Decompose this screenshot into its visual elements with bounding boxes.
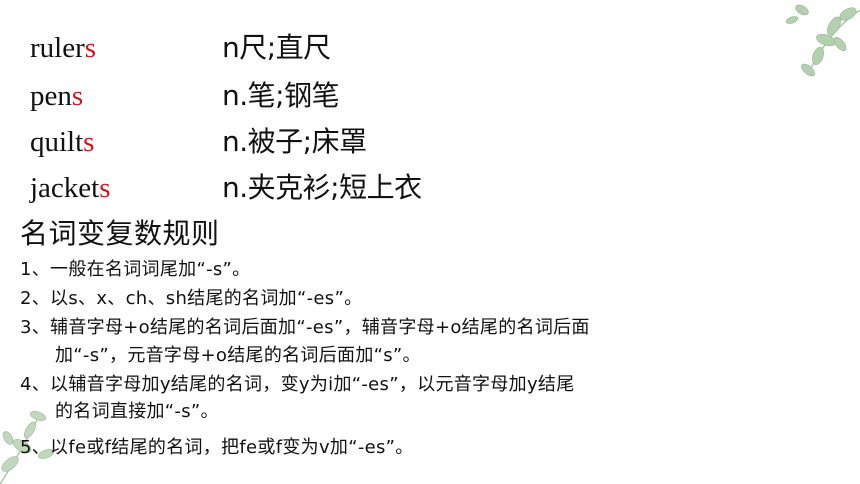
vocab-meaning: n.被子;床罩 (222, 125, 367, 158)
rules-title: 名词变复数规则 (20, 217, 220, 250)
vocab-word: pens (30, 80, 84, 112)
vocab-word: jackets (30, 172, 111, 204)
rule-2: 2、以s、x、ch、sh结尾的名词加“-es”。 (20, 288, 363, 309)
vocab-row: rulers n尺;直尺 (0, 28, 860, 68)
rule-5: 5、以fe或f结尾的名词，把fe或f变为v加“-es”。 (20, 437, 414, 458)
plural-suffix: s (84, 32, 97, 64)
plural-suffix: s (83, 126, 95, 158)
rule-4: 4、以辅音字母加y结尾的名词，变y为i加“-es”，以元音字母加y结尾 (20, 374, 575, 395)
plural-suffix: s (71, 80, 84, 112)
vocab-word: rulers (30, 32, 97, 64)
vocab-row: jackets n.夹克衫;短上衣 (0, 168, 860, 208)
vocab-meaning: n.笔;钢笔 (222, 79, 340, 112)
vocab-meaning: n尺;直尺 (222, 31, 331, 64)
rule-1: 1、一般在名词词尾加“-s”。 (20, 259, 251, 280)
vocab-word: quilts (30, 126, 95, 158)
plural-suffix: s (99, 172, 111, 204)
rule-4-continued: 的名词直接加“-s”。 (55, 401, 219, 422)
vocab-row: quilts n.被子;床罩 (0, 122, 860, 162)
rule-3-continued: 加“-s”，元音字母+o结尾的名词后面加“s”。 (55, 345, 421, 366)
vocab-meaning: n.夹克衫;短上衣 (222, 171, 422, 204)
vocab-row: pens n.笔;钢笔 (0, 76, 860, 116)
rule-3: 3、辅音字母+o结尾的名词后面加“-es”，辅音字母+o结尾的名词后面 (20, 317, 590, 338)
